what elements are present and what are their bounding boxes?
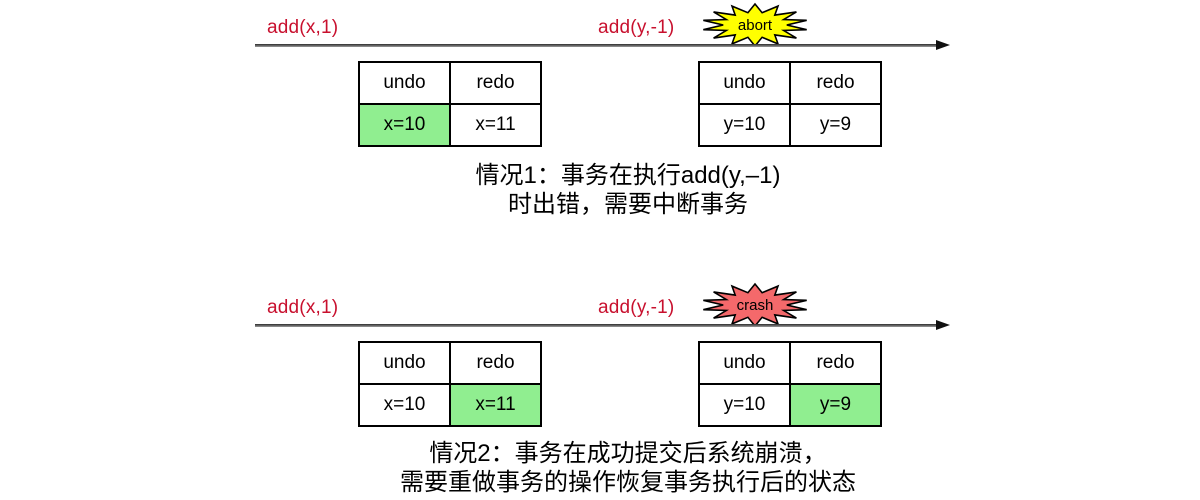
header-cell-redo: redo — [789, 61, 882, 105]
undo-redo-table-y: undo redo y=10 y=9 — [698, 341, 882, 427]
value-cell-undo: y=10 — [698, 383, 791, 427]
header-cell-redo: redo — [789, 341, 882, 385]
operation-label-add-x: add(x,1) — [267, 17, 339, 38]
undo-redo-table-y: undo redo y=10 y=9 — [698, 61, 882, 147]
crash-burst: crash — [703, 282, 807, 328]
abort-burst: abort — [703, 2, 807, 48]
value-cell-redo: x=11 — [449, 103, 542, 147]
header-cell-undo: undo — [358, 61, 451, 105]
value-cell-redo: y=9 — [789, 383, 882, 427]
timeline-arrow — [255, 44, 937, 47]
burst-label: crash — [737, 297, 774, 314]
arrowhead-icon — [936, 320, 950, 330]
value-cell-redo: x=11 — [449, 383, 542, 427]
burst-label: abort — [738, 17, 773, 34]
caption-line: 需要重做事务的操作恢复事务执行后的状态 — [400, 469, 856, 496]
value-cell-undo: x=10 — [358, 103, 451, 147]
header-cell-redo: redo — [449, 61, 542, 105]
value-cell-redo: y=9 — [789, 103, 882, 147]
value-cell-undo: x=10 — [358, 383, 451, 427]
header-cell-undo: undo — [358, 341, 451, 385]
header-cell-redo: redo — [449, 341, 542, 385]
caption-line: 时出错，需要中断事务 — [508, 191, 748, 218]
header-cell-undo: undo — [698, 341, 791, 385]
value-cell-undo: y=10 — [698, 103, 791, 147]
scenario-2-caption: 情况2：事务在成功提交后系统崩溃， 需要重做事务的操作恢复事务执行后的状态 — [278, 439, 978, 497]
timeline-arrow — [255, 324, 937, 327]
undo-redo-table-x: undo redo x=10 x=11 — [358, 61, 542, 147]
caption-line: 情况2：事务在成功提交后系统崩溃， — [429, 440, 827, 467]
operation-label-add-x: add(x,1) — [267, 297, 339, 318]
operation-label-add-y: add(y,-1) — [598, 17, 675, 38]
scenario-1-caption: 情况1：事务在执行add(y,–1) 时出错，需要中断事务 — [278, 161, 978, 219]
arrowhead-icon — [936, 40, 950, 50]
caption-line: 情况1：事务在执行add(y,–1) — [475, 162, 781, 189]
undo-redo-table-x: undo redo x=10 x=11 — [358, 341, 542, 427]
header-cell-undo: undo — [698, 61, 791, 105]
operation-label-add-y: add(y,-1) — [598, 297, 675, 318]
